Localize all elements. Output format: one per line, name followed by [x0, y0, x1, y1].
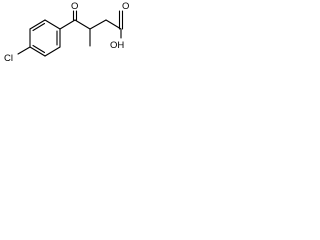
- chlorine-label: Cl: [4, 53, 13, 64]
- chain-bond: [89, 19, 107, 30]
- benzene-ring: [29, 19, 61, 57]
- ring-bond: [29, 19, 46, 30]
- ring-bond: [44, 46, 61, 57]
- ring-bond: [44, 19, 61, 30]
- hydroxyl-label: OH: [110, 40, 124, 51]
- ketone-oxygen-label: O: [71, 1, 78, 12]
- ring-double-bond: [32, 44, 46, 54]
- acid-oxygen-label: O: [122, 1, 129, 12]
- ring-carbonyl-bond: [59, 19, 76, 30]
- chain-bond: [74, 19, 91, 30]
- ring-bond: [29, 46, 46, 57]
- ring-chlorine-bond: [17, 46, 31, 55]
- structure-diagram: Cl O O OH: [4, 1, 129, 64]
- chain-bond: [105, 19, 122, 30]
- ring-double-bond: [32, 22, 46, 32]
